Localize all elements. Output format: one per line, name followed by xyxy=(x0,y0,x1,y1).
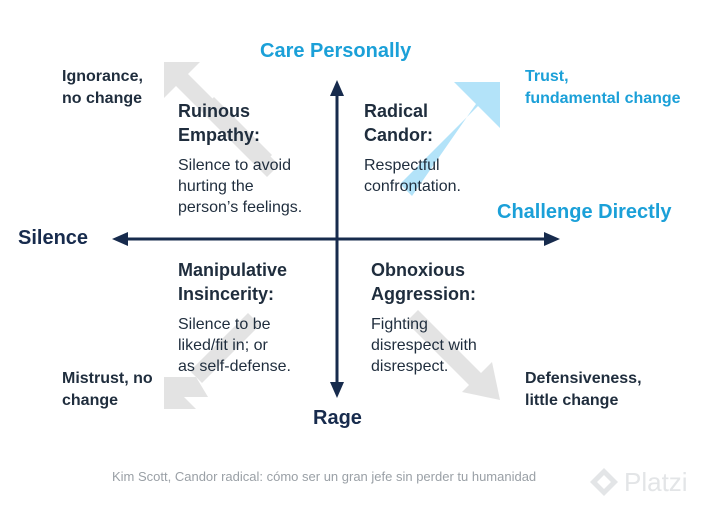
quadrant-title: Manipulative Insincerity: xyxy=(178,260,288,304)
corner-label-top-left: Ignorance, no change xyxy=(62,68,143,107)
axis-label-silence: Silence xyxy=(18,227,89,249)
quadrant-title: Radical Candor: xyxy=(364,101,433,145)
quadrant-ruinous-empathy: Ruinous Empathy: Silence to avoid hurtin… xyxy=(178,99,302,218)
arrow-bottom-right xyxy=(406,310,500,400)
quadrant-description: Silence to be liked/fit in; or as self-d… xyxy=(178,316,291,375)
platzi-logo-text: Platzi xyxy=(624,466,688,497)
platzi-logo: Platzi xyxy=(588,466,688,498)
axis-label-challenge-directly: Challenge Directly xyxy=(497,201,672,223)
arrow-top-right xyxy=(400,82,500,196)
quadrant-description: Fighting disrespect with disrespect. xyxy=(371,316,477,375)
axis-label-care-personally: Care Personally xyxy=(260,40,412,62)
quadrant-description: Silence to avoid hurting the person’s fe… xyxy=(178,157,303,216)
arrow-top-left xyxy=(164,62,279,177)
arrow-bottom-left xyxy=(164,313,260,409)
corner-label-bottom-right: Defensiveness, little change xyxy=(525,370,642,409)
quadrant-obnoxious-aggression: Obnoxious Aggression: Fighting disrespec… xyxy=(371,258,477,377)
platzi-logo-icon xyxy=(590,468,618,496)
horizontal-axis xyxy=(112,232,560,246)
axis-label-rage: Rage xyxy=(313,407,362,429)
quadrant-description: Respectful confrontation. xyxy=(364,157,461,195)
quadrant-title: Obnoxious Aggression: xyxy=(371,260,477,304)
corner-label-bottom-left: Mistrust, no change xyxy=(62,370,153,409)
quadrant-title: Ruinous Empathy: xyxy=(178,101,261,145)
source-caption: Kim Scott, Candor radical: cómo ser un g… xyxy=(112,469,537,484)
quadrant-radical-candor: Radical Candor: Respectful confrontation… xyxy=(364,99,461,197)
quadrant-manipulative-insincerity: Manipulative Insincerity: Silence to be … xyxy=(178,258,291,377)
corner-label-top-right: Trust, fundamental change xyxy=(525,68,681,107)
